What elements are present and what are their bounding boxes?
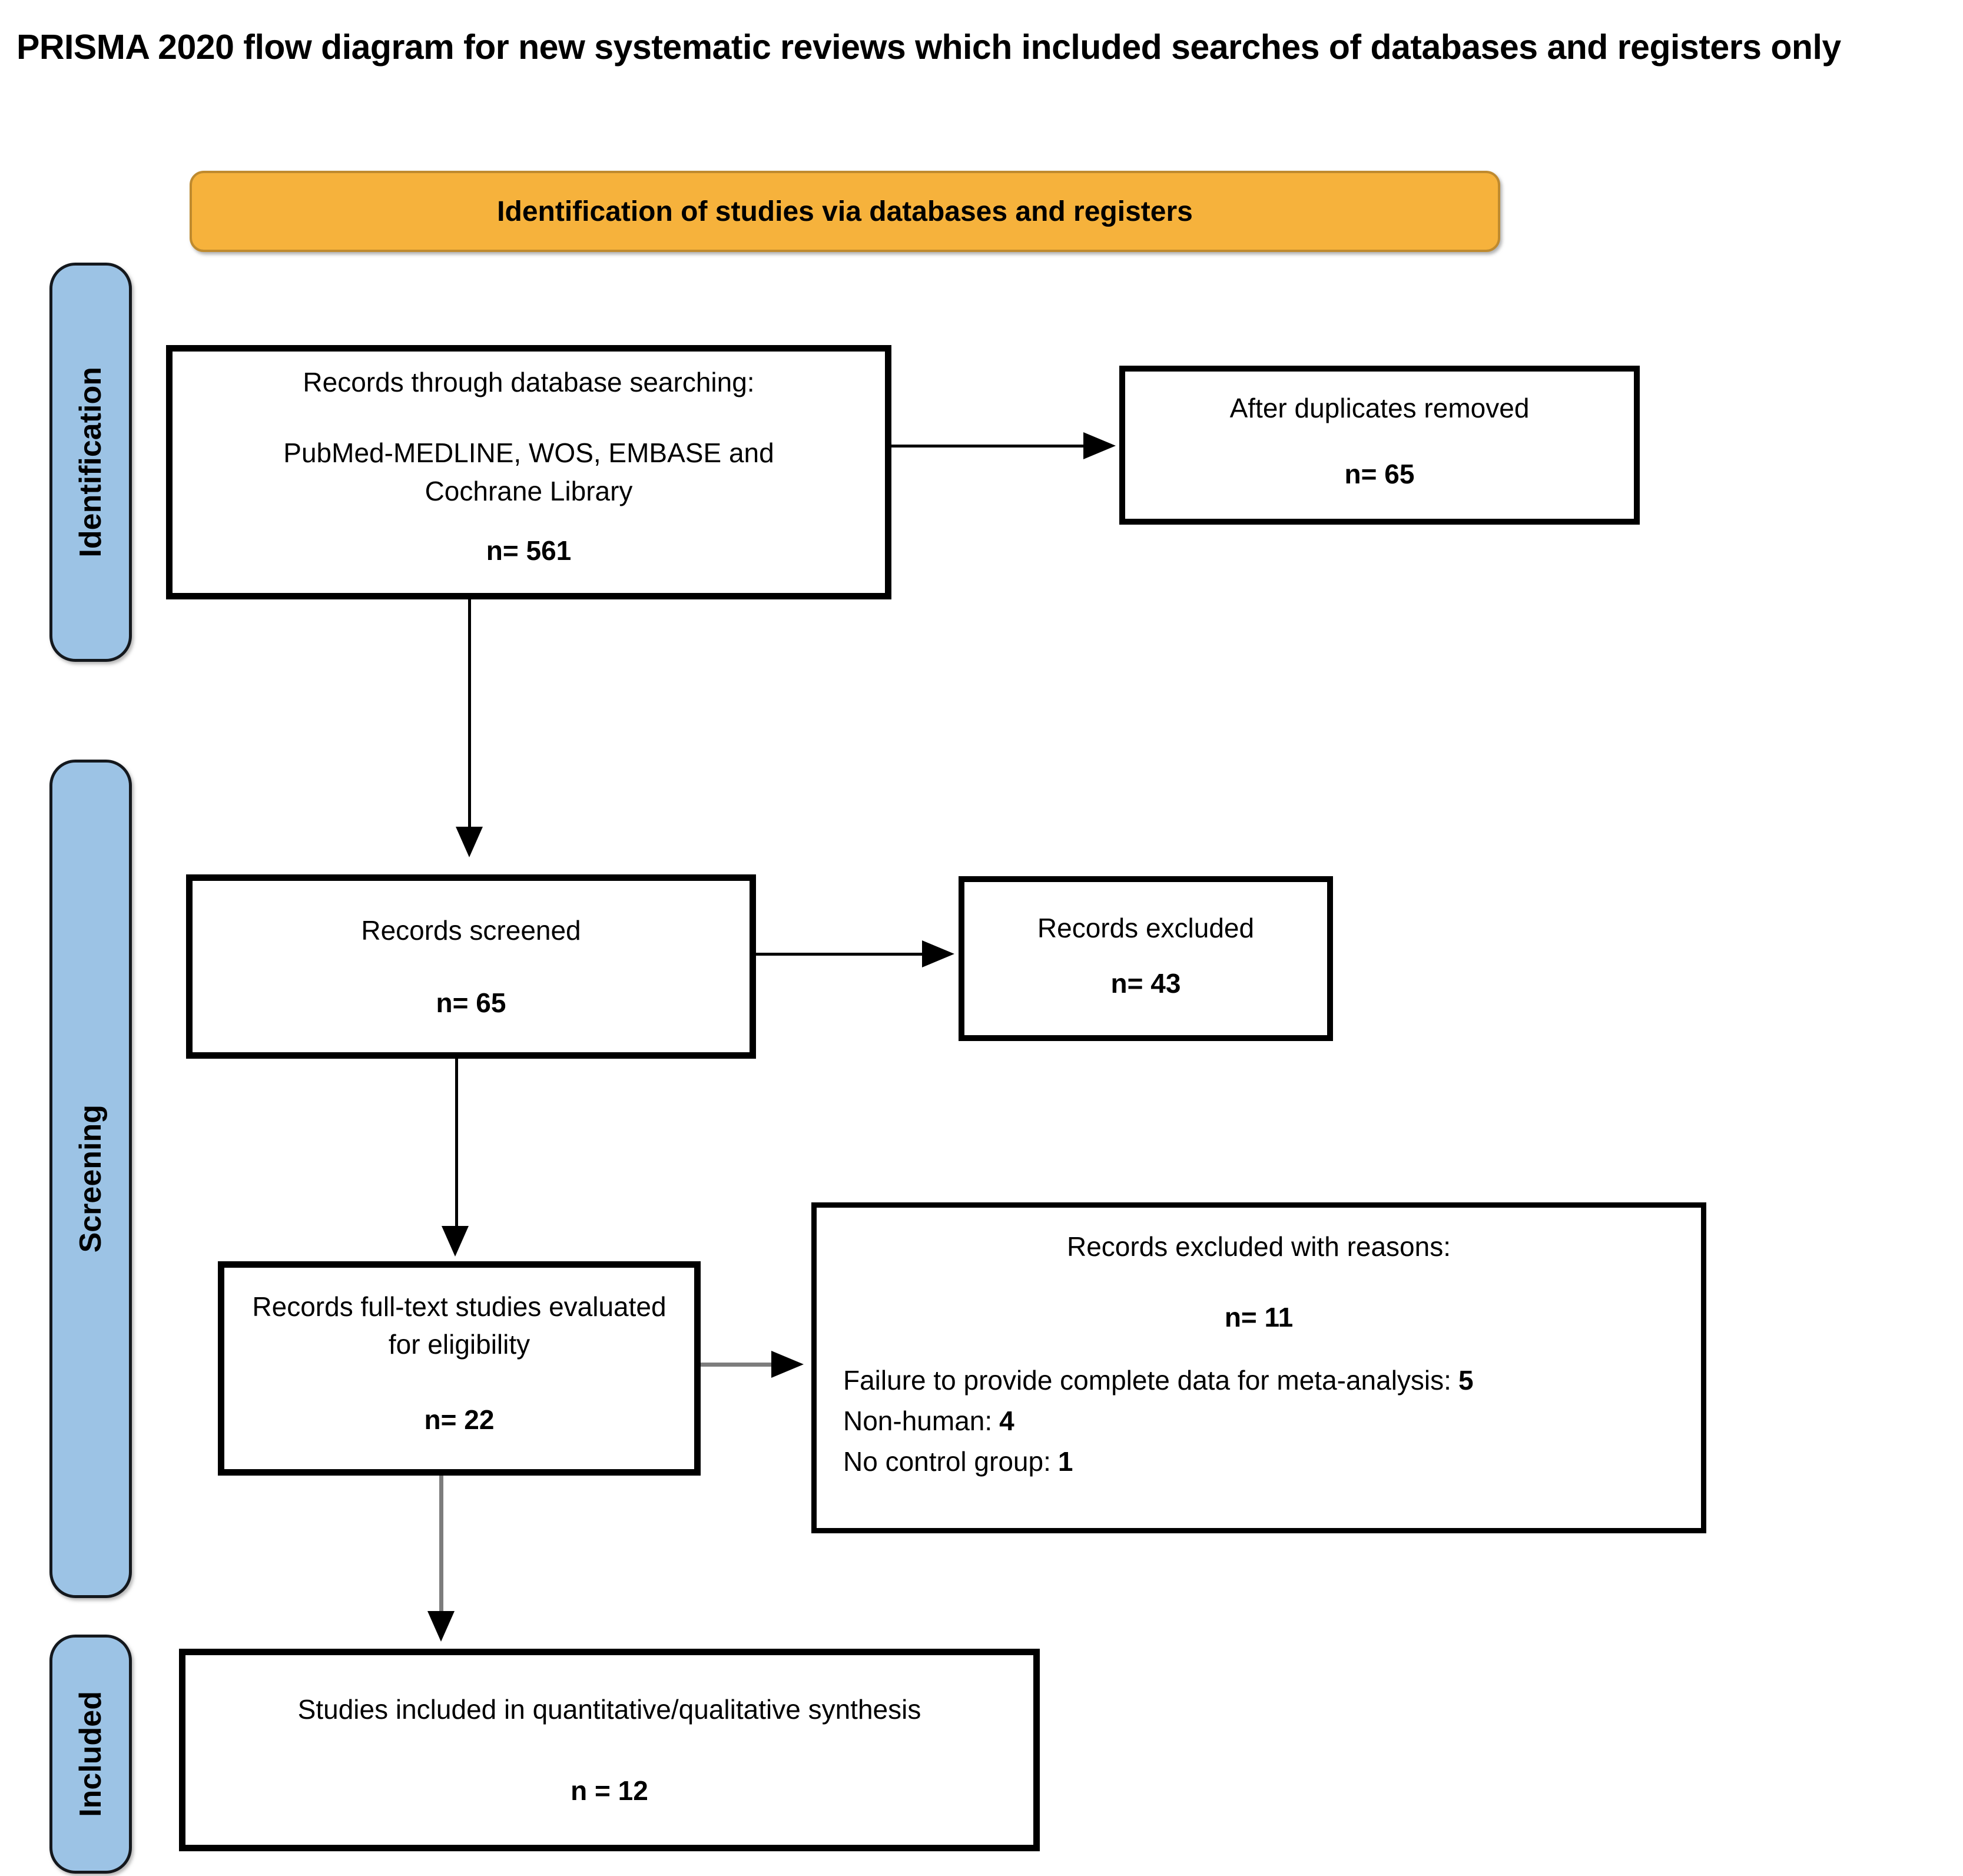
exclusion-reason-value: 1 [1057, 1446, 1073, 1477]
stage-identification: Identification [49, 263, 132, 662]
box-records-excluded-title: Records excluded [1037, 913, 1255, 943]
arrow-screened-to-excluded-line [756, 953, 924, 956]
box-studies-included: Studies included in quantitative/qualita… [179, 1649, 1040, 1851]
box-records-identified: Records through database searching: PubM… [166, 345, 891, 599]
arrow-fulltext-to-included-head [427, 1611, 455, 1642]
exclusion-reason-label: Non-human: [843, 1405, 993, 1436]
box-excluded-with-reasons-n: n= 11 [1224, 1302, 1294, 1333]
arrow-fulltext-to-reasons-head [771, 1351, 804, 1378]
stage-included-label: Included [74, 1691, 108, 1817]
arrow-fulltext-to-included-line [439, 1476, 443, 1612]
stage-screening: Screening [49, 760, 132, 1598]
box-excluded-with-reasons-title: Records excluded with reasons: [1067, 1231, 1451, 1262]
box-records-identified-title: Records through database searching: [303, 367, 755, 397]
arrow-identified-to-screened-head [456, 827, 483, 857]
stage-screening-label: Screening [74, 1105, 108, 1253]
exclusion-reason-label: Failure to provide complete data for met… [843, 1364, 1451, 1396]
exclusion-reason-row: Non-human:4 [843, 1401, 1474, 1441]
exclusion-reason-value: 4 [999, 1405, 1014, 1436]
arrow-identified-to-dedup-head [1083, 432, 1116, 459]
box-fulltext-evaluated-n: n= 22 [424, 1404, 495, 1435]
arrow-screened-to-fulltext-line [455, 1059, 458, 1227]
exclusion-reason-row: No control group:1 [843, 1441, 1474, 1482]
box-records-screened: Records screened n= 65 [186, 874, 756, 1059]
stage-included: Included [49, 1635, 132, 1874]
box-fulltext-evaluated: Records full-text studies evaluated for … [218, 1261, 701, 1476]
box-excluded-with-reasons: Records excluded with reasons: n= 11 Fai… [811, 1202, 1706, 1533]
exclusion-reason-row: Failure to provide complete data for met… [843, 1360, 1474, 1401]
exclusion-reason-value: 5 [1458, 1364, 1474, 1396]
stage-identification-label: Identification [74, 367, 108, 558]
box-duplicates-removed-n: n= 65 [1344, 458, 1415, 489]
box-studies-included-title: Studies included in quantitative/qualita… [297, 1694, 921, 1725]
box-records-excluded: Records excluded n= 43 [959, 876, 1333, 1041]
arrow-screened-to-excluded-head [922, 940, 954, 967]
box-studies-included-n: n = 12 [571, 1775, 648, 1806]
exclusion-reason-label: No control group: [843, 1446, 1051, 1477]
box-records-screened-n: n= 65 [436, 987, 506, 1018]
box-records-identified-n: n= 561 [486, 535, 572, 566]
box-fulltext-evaluated-title: Records full-text studies evaluated for … [252, 1291, 667, 1360]
exclusion-reasons-list: Failure to provide complete data for met… [843, 1360, 1474, 1482]
arrow-identified-to-dedup-line [891, 445, 1086, 448]
page-title: PRISMA 2020 flow diagram for new systema… [16, 28, 1841, 67]
banner-identification-of-studies: Identification of studies via databases … [190, 171, 1500, 252]
box-duplicates-removed: After duplicates removed n= 65 [1119, 366, 1640, 525]
arrow-identified-to-screened-line [468, 599, 471, 827]
box-duplicates-removed-title: After duplicates removed [1229, 393, 1530, 423]
arrow-screened-to-fulltext-head [442, 1226, 469, 1257]
box-records-identified-sources: PubMed-MEDLINE, WOS, EMBASE and Cochrane… [283, 437, 774, 506]
arrow-fulltext-to-reasons-line [701, 1363, 772, 1367]
box-records-excluded-n: n= 43 [1110, 967, 1181, 999]
box-records-screened-title: Records screened [361, 915, 581, 946]
banner-label: Identification of studies via databases … [497, 195, 1193, 227]
